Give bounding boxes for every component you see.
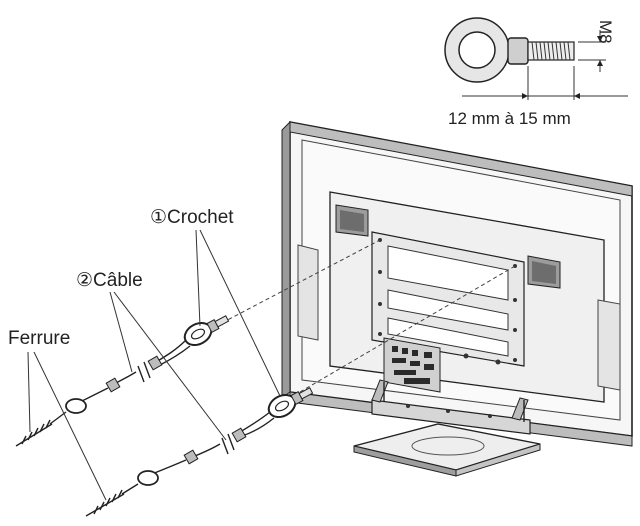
guide-lines — [215, 239, 516, 393]
labels: ①Crochet ②Câble Ferrure — [8, 207, 281, 501]
crochet-label: ①Crochet — [150, 207, 234, 228]
lower-assembly — [85, 387, 314, 517]
thread-size-label: M8 — [596, 20, 615, 44]
tv-back — [281, 120, 633, 447]
upper-assembly — [15, 315, 230, 447]
tv-stand — [353, 379, 541, 477]
cable-label: ②Câble — [76, 270, 143, 291]
ferrure-label: Ferrure — [8, 328, 70, 349]
eye-bolt-detail: M8 12 mm à 15 mm — [444, 17, 628, 128]
length-label: 12 mm à 15 mm — [448, 109, 571, 128]
